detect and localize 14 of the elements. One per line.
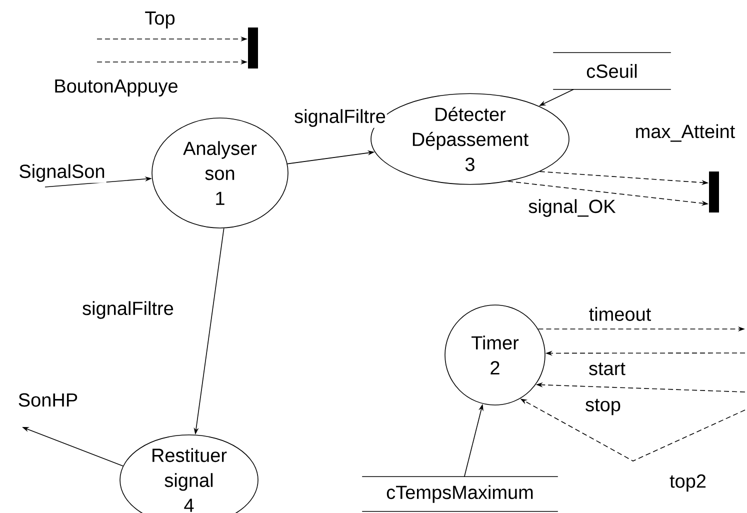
edge-label: signalFiltre [81,300,175,320]
edge-label: start [588,362,626,376]
edge-label: SonHP [16,392,80,408]
edge-label: signal_OK [527,198,617,218]
edge-label: Top [144,10,176,30]
edge-label: timeout [588,306,652,322]
edge-label: stop [584,398,622,416]
data-store: cTempsMaximum [362,476,558,512]
edge-label: top2 [668,473,708,493]
edge-label: signalFiltre [293,108,387,128]
data-store: cSeuil [552,52,672,90]
edge-label: max_Atteint [634,123,736,143]
edge-label: SignalSon [18,163,106,183]
edge-label: BoutonAppuye [52,78,180,98]
